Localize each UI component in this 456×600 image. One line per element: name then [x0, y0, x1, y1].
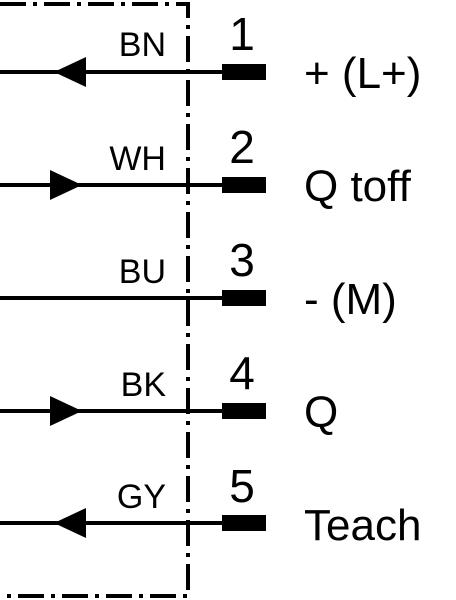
signal-label: - (M): [304, 275, 397, 324]
pin-terminal: [222, 177, 266, 193]
pin-number: 5: [229, 460, 255, 512]
wire-color-label: BK: [121, 366, 167, 404]
signal-label: Q: [304, 388, 338, 437]
arrow-left-icon: [54, 508, 86, 538]
pin-row-5: GY 5 Teach: [0, 460, 421, 550]
wire-color-label: GY: [117, 478, 166, 516]
pin-terminal: [222, 64, 266, 80]
pin-terminal: [222, 515, 266, 531]
wire-color-label: BN: [119, 26, 166, 64]
pin-number: 1: [229, 8, 255, 60]
pin-number: 3: [229, 234, 255, 286]
pin-terminal: [222, 290, 266, 306]
pin-row-3: BU 3 - (M): [0, 234, 397, 324]
signal-label: + (L+): [304, 49, 421, 98]
arrow-right-icon: [50, 170, 82, 200]
pin-row-1: BN 1 + (L+): [0, 8, 421, 98]
pin-row-4: BK 4 Q: [0, 347, 338, 437]
arrow-right-icon: [50, 396, 82, 426]
pin-number: 2: [229, 121, 255, 173]
wire-color-label: BU: [119, 253, 166, 291]
signal-label: Q toff: [304, 162, 412, 211]
pin-terminal: [222, 403, 266, 419]
pin-number: 4: [229, 347, 255, 399]
arrow-left-icon: [54, 57, 86, 87]
signal-label: Teach: [304, 501, 421, 550]
pin-row-2: WH 2 Q toff: [0, 121, 412, 211]
wire-color-label: WH: [109, 140, 166, 178]
